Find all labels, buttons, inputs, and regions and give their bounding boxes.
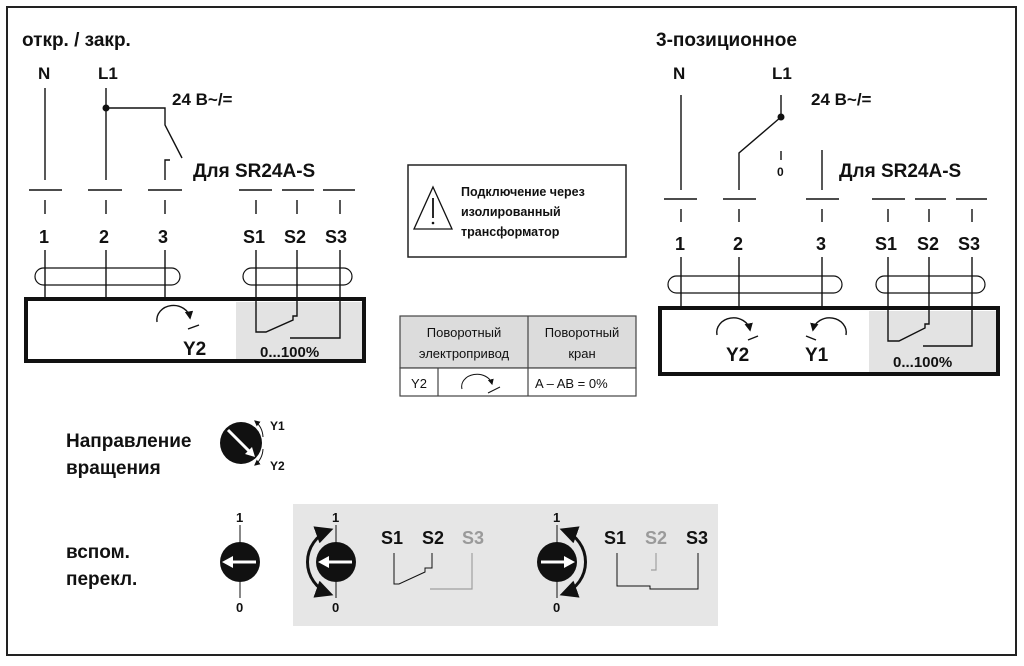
aux-state1-contact-s1s2 — [393, 553, 433, 585]
right-terminal-s2: S2 — [917, 234, 939, 254]
left-aux-switch-s1s2 — [255, 250, 298, 333]
rotation-y2-arrow-icon — [254, 448, 264, 466]
aux-knob-scale-top: 1 — [236, 510, 243, 525]
left-model-note: Для SR24A-S — [193, 161, 315, 182]
aux-state2-contact-s2 — [651, 553, 657, 571]
aux-state2-contact-s1s3 — [616, 553, 699, 590]
left-clockwise-arrow-icon — [156, 304, 194, 323]
table-header-valve-line1: Поворотный — [545, 325, 619, 340]
right-direction-y1: Y1 — [805, 345, 829, 366]
aux-state1-scale-bottom: 0 — [332, 600, 339, 615]
left-section: откр. / закр. N L1 24 В~/= Для SR24A-S 1… — [22, 30, 366, 363]
aux-state2-scale-bottom: 0 — [553, 600, 560, 615]
rotation-direction: Направление вращения Y1 Y2 — [66, 419, 285, 479]
rotation-label-line1: Направление — [66, 431, 191, 452]
aux-state1-label-s2: S2 — [422, 528, 444, 548]
aux-knob-scale-bottom: 0 — [236, 600, 243, 615]
right-terminal-s3: S3 — [958, 234, 980, 254]
right-label-l1: L1 — [772, 64, 792, 83]
warning-note: Подключение через изолированный трансфор… — [407, 164, 627, 258]
aux-label-line2: перекл. — [66, 569, 137, 590]
right-terminal-bars — [664, 198, 987, 222]
aux-label-line1: вспом. — [66, 542, 130, 563]
right-aux-wire-s3 — [923, 257, 973, 347]
left-terminal-bars — [29, 189, 355, 214]
warning-line-1: Подключение через — [461, 185, 585, 199]
left-terminal-s1: S1 — [243, 227, 265, 247]
warning-line-2: изолированный — [461, 205, 561, 219]
left-direction-y2: Y2 — [183, 339, 206, 360]
aux-state-1: 1 0 S1 S2 S3 — [305, 510, 484, 615]
aux-switch: вспом. перекл. 1 0 1 0 S1 S2 S3 — [66, 504, 718, 626]
left-voltage: 24 В~/= — [172, 90, 233, 109]
aux-state1-rotate-arrows-icon — [305, 526, 334, 598]
aux-state2-label-s3: S3 — [686, 528, 708, 548]
aux-knob-standalone: 1 0 — [220, 510, 260, 615]
left-terminal-1: 1 — [39, 227, 49, 247]
right-label-n: N — [673, 64, 685, 83]
left-terminal-2: 2 — [99, 227, 109, 247]
aux-states-panel — [293, 504, 718, 626]
warning-line-3: трансформатор — [461, 225, 560, 239]
table-cell-result: A – AB = 0% — [535, 376, 608, 391]
right-switch-zero: 0 — [777, 165, 784, 179]
aux-state2-scale-top: 1 — [553, 510, 560, 525]
right-terminal-3: 3 — [816, 234, 826, 254]
aux-state2-label-s2: S2 — [645, 528, 667, 548]
left-cable-main — [34, 267, 181, 286]
left-terminal-s3: S3 — [325, 227, 347, 247]
table-row: Y2 A – AB = 0% — [411, 373, 608, 394]
left-aux-range: 0...100% — [260, 344, 319, 361]
rotation-mark-y1: Y1 — [270, 419, 285, 433]
right-voltage: 24 В~/= — [811, 90, 872, 109]
left-aux-wire-s3 — [290, 250, 341, 339]
table-cell-signal: Y2 — [411, 376, 427, 391]
aux-state1-scale-top: 1 — [332, 510, 339, 525]
right-cable-main — [667, 275, 843, 294]
left-label-l1: L1 — [98, 64, 118, 83]
rotation-table: Поворотный электропривод Поворотный кран… — [399, 315, 637, 397]
aux-state1-label-s3: S3 — [462, 528, 484, 548]
right-model-note: Для SR24A-S — [839, 161, 961, 182]
right-counterclockwise-arrow-icon — [810, 317, 847, 336]
aux-state1-label-s1: S1 — [381, 528, 403, 548]
left-switch-arm — [106, 107, 183, 159]
rotation-label-line2: вращения — [66, 458, 161, 479]
right-terminal-1: 1 — [675, 234, 685, 254]
left-terminal-s2: S2 — [284, 227, 306, 247]
right-switch-arm — [738, 116, 782, 190]
warning-triangle-icon — [412, 185, 454, 230]
right-title: 3-позиционное — [656, 30, 797, 51]
right-aux-range: 0...100% — [893, 354, 952, 371]
aux-state1-contact-s3 — [430, 553, 473, 590]
right-clockwise-arrow-icon — [716, 317, 753, 336]
left-terminal-3: 3 — [158, 227, 168, 247]
rotation-y1-arrow-icon — [254, 420, 264, 438]
left-label-n: N — [38, 64, 50, 83]
rotation-direction-knob-icon — [220, 422, 262, 464]
right-aux-switch-s1s2 — [887, 257, 930, 342]
left-switch-contact — [164, 159, 170, 180]
rotation-mark-y2: Y2 — [270, 459, 285, 473]
aux-state2-label-s1: S1 — [604, 528, 626, 548]
table-header-actuator-line1: Поворотный — [427, 325, 501, 340]
right-terminal-2: 2 — [733, 234, 743, 254]
table-clockwise-arrow-icon — [461, 373, 494, 390]
right-cable-aux — [875, 275, 986, 294]
left-aux-shade — [236, 302, 362, 359]
right-section: 3-позиционное N L1 24 В~/= Для SR24A-S 0… — [656, 30, 1000, 376]
aux-state2-rotate-arrows-icon — [559, 526, 588, 598]
table-header-actuator-line2: электропривод — [419, 346, 510, 361]
right-terminal-s1: S1 — [875, 234, 897, 254]
left-title: откр. / закр. — [22, 30, 131, 51]
aux-state-2: 1 0 S1 S2 S3 — [537, 510, 708, 615]
table-header-valve-line2: кран — [568, 346, 595, 361]
right-direction-y2: Y2 — [726, 345, 749, 366]
